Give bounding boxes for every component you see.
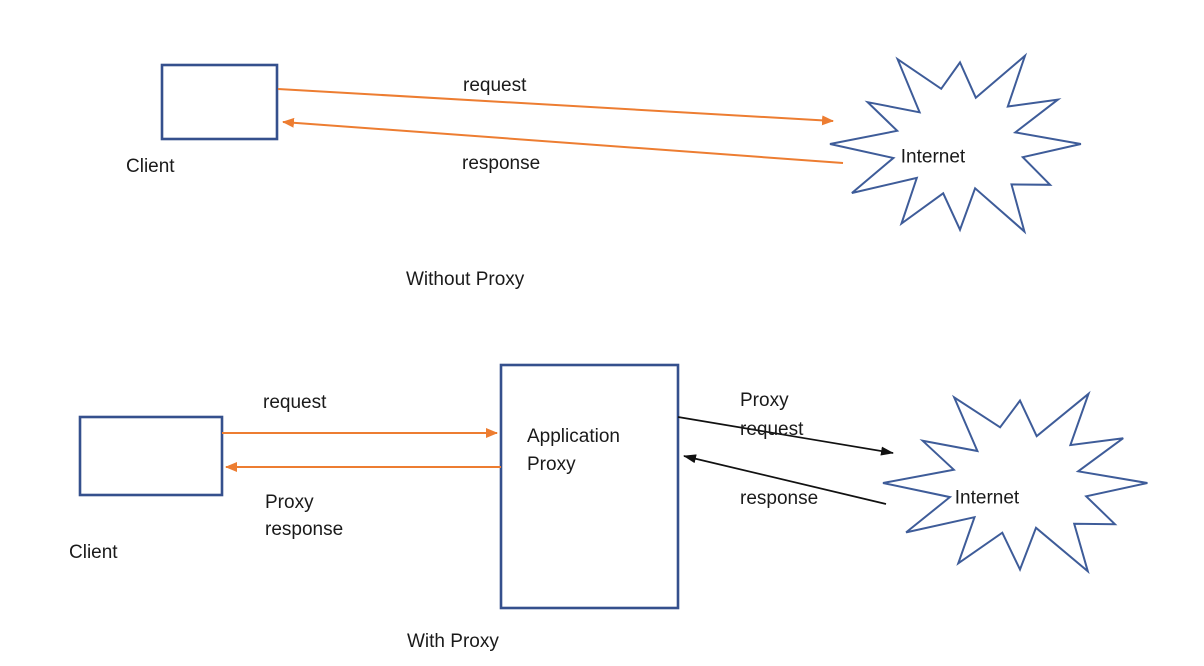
proxy-request-arrow <box>677 416 894 456</box>
internet-label-top: Internet <box>900 146 966 168</box>
application-proxy-label: Application Proxy <box>527 423 620 479</box>
response-label-bottom: response <box>740 488 819 509</box>
client-box-top <box>160 63 279 141</box>
response-arrow-top <box>282 117 844 164</box>
client-box-bottom <box>78 415 224 497</box>
response-label-top: response <box>462 153 541 174</box>
proxy-response-line2: response <box>265 519 344 540</box>
proxy-request-label: Proxy request <box>740 386 803 444</box>
proxy-request-line2: request <box>740 419 804 440</box>
request-label-bottom: request <box>263 392 327 413</box>
request-arrow-top <box>277 88 834 126</box>
proxy-response-line1: Proxy <box>265 492 314 513</box>
client-label-bottom: Client <box>69 542 118 563</box>
without-proxy-caption: Without Proxy <box>406 269 525 290</box>
client-label-top: Client <box>126 156 175 177</box>
internet-label-bottom: Internet <box>954 487 1020 509</box>
proxy-response-label: Proxy response <box>265 489 343 543</box>
proxy-request-line1: Proxy <box>740 390 789 411</box>
response-arrow-bottom <box>683 454 887 505</box>
application-proxy-box <box>499 363 680 610</box>
internet-burst-bottom <box>882 390 1148 575</box>
request-label-top: request <box>463 75 527 96</box>
internet-burst-top <box>829 52 1082 235</box>
application-proxy-line1: Application <box>527 426 620 447</box>
with-proxy-caption: With Proxy <box>407 631 499 652</box>
application-proxy-line2: Proxy <box>527 454 576 475</box>
